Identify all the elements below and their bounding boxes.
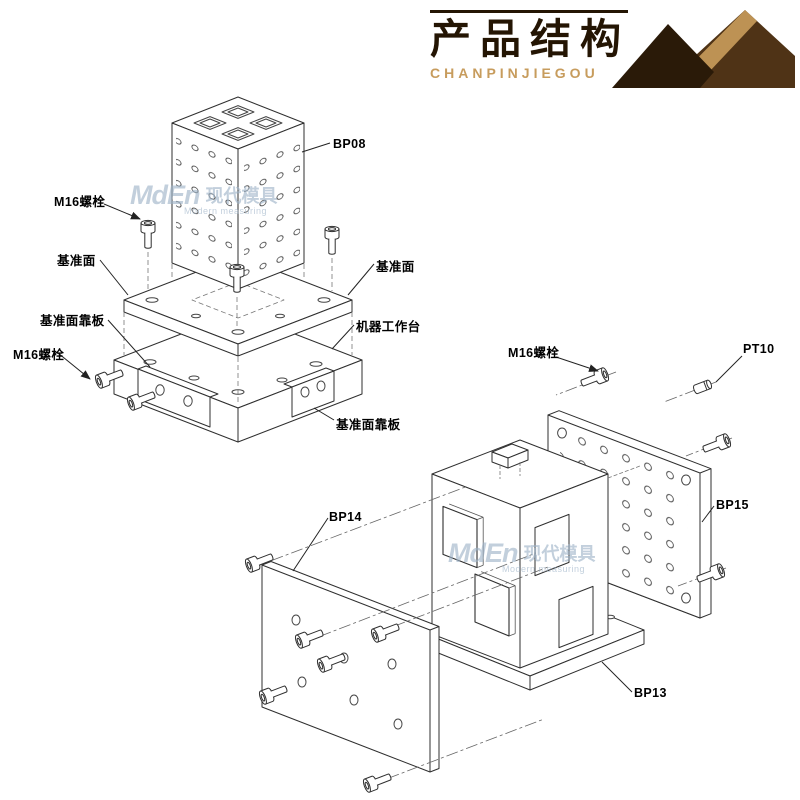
bottom-assembly xyxy=(243,366,733,794)
label-m16-bolt-bottom: M16螺栓 xyxy=(508,346,560,360)
label-bp15: BP15 xyxy=(716,498,749,512)
watermark-tagline: Modern measuring xyxy=(184,206,268,216)
watermark-brand-cn: 现代模具 xyxy=(523,544,596,564)
watermark-brand: MdEn xyxy=(130,180,200,210)
header-rule xyxy=(430,10,628,13)
label-pt10: PT10 xyxy=(743,342,775,356)
label-machine-worktable: 机器工作台 xyxy=(356,320,421,334)
pt10-pin xyxy=(692,378,714,395)
label-bp14: BP14 xyxy=(329,510,362,524)
bp13-block xyxy=(431,439,641,669)
page-header: 产品结构 CHANPINJIEGOU xyxy=(430,10,650,81)
label-bp08: BP08 xyxy=(333,137,366,151)
label-datum-surface-left: 基准面 xyxy=(57,254,96,268)
page-title: 产品结构 xyxy=(430,15,630,63)
exploded-guide-lines xyxy=(123,252,353,403)
top-assembly xyxy=(93,96,363,443)
label-m16-bolt-top: M16螺栓 xyxy=(54,195,106,209)
datum-backing-plate-left xyxy=(137,365,219,428)
page-subtitle: CHANPINJIEGOU xyxy=(430,65,599,82)
datum-plate xyxy=(123,255,353,357)
label-datum-surface-right: 基准面 xyxy=(376,260,415,274)
label-m16-bolt-left: M16螺栓 xyxy=(13,348,65,362)
watermark-brand-cn: 现代模具 xyxy=(205,186,278,206)
bp08-block xyxy=(171,96,305,290)
label-datum-backing-plate-left: 基准面靠板 xyxy=(40,314,105,328)
logo-mountains-icon xyxy=(612,10,795,88)
leader-lines xyxy=(57,142,743,693)
watermark-brand: MdEn xyxy=(448,538,518,568)
datum-backing-plate-right xyxy=(283,367,335,418)
bp14-plate xyxy=(261,561,440,773)
label-bp13: BP13 xyxy=(634,686,667,700)
watermark-tagline: Modern measuring xyxy=(502,564,586,574)
label-datum-backing-plate-bottom: 基准面靠板 xyxy=(336,418,401,432)
